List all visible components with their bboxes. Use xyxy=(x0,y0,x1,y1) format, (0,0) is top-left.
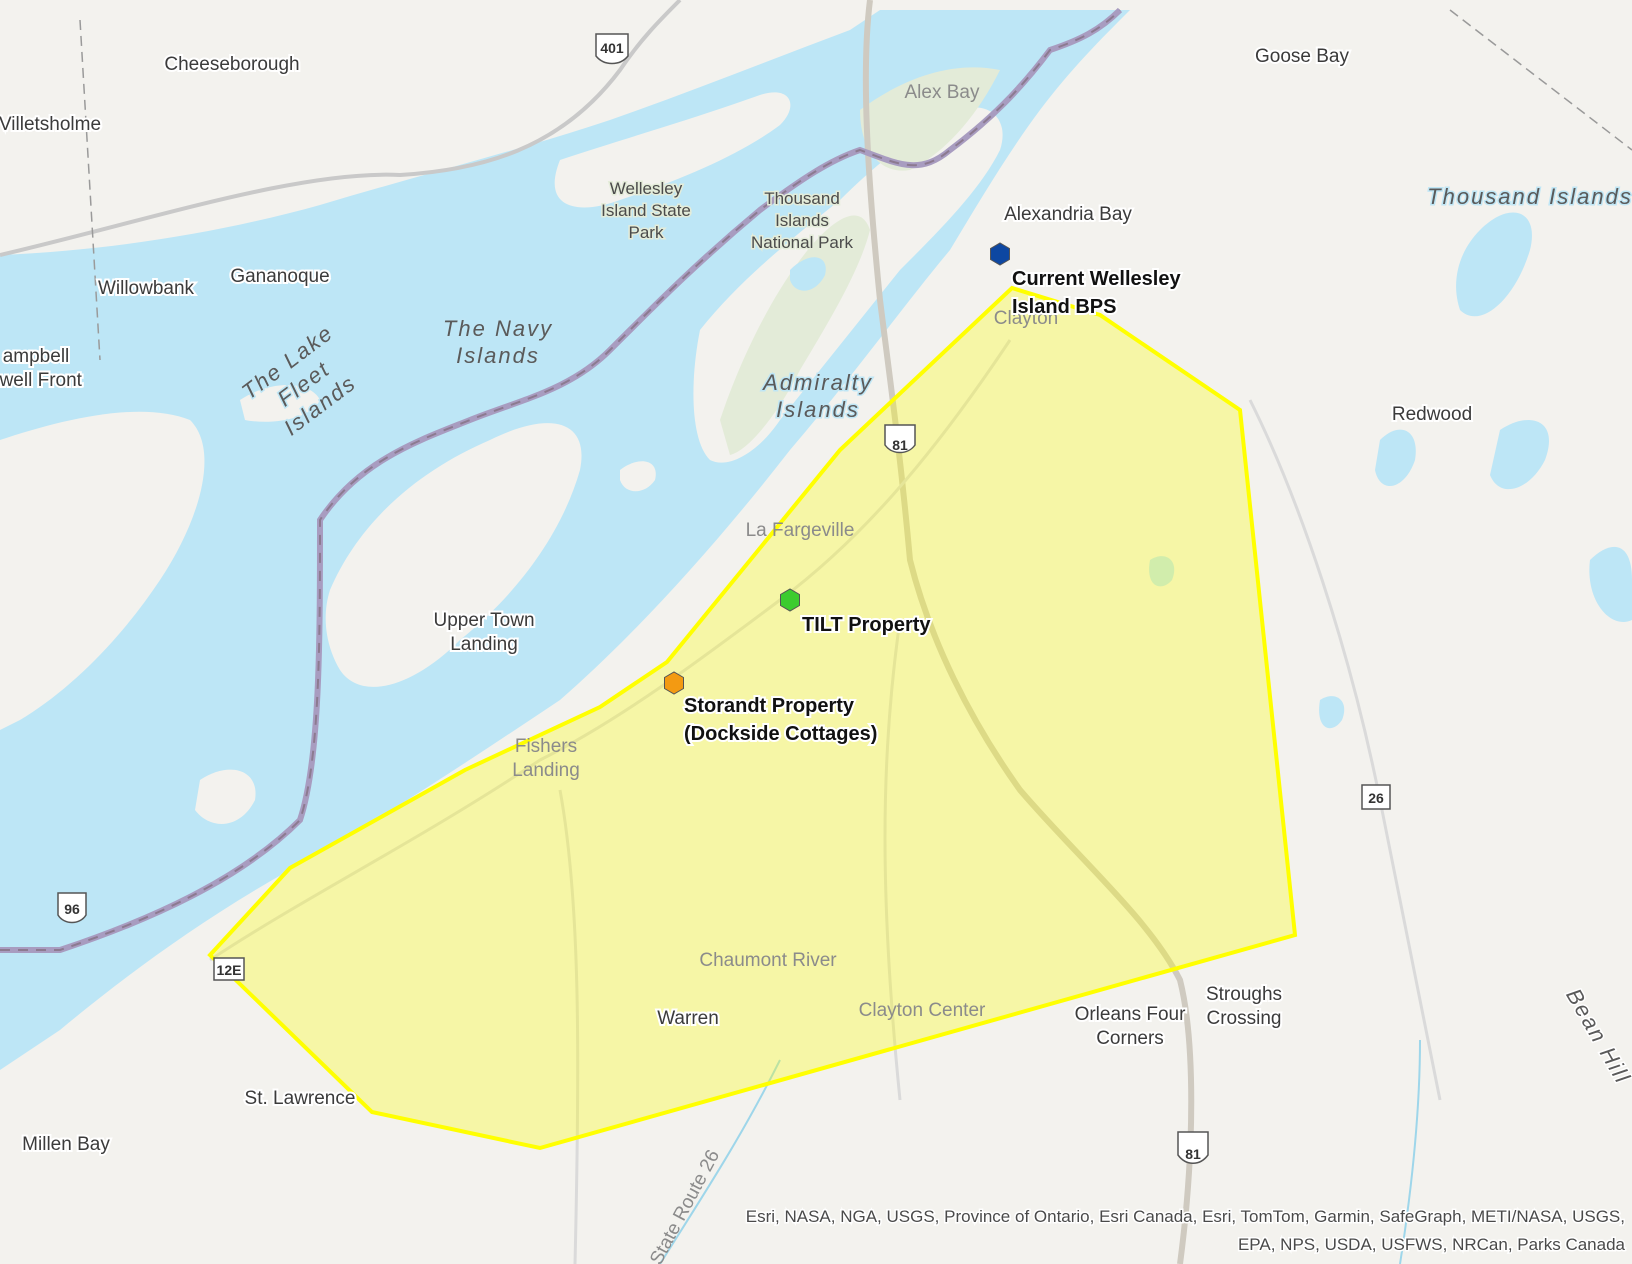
place-label: Goose Bay xyxy=(1255,46,1349,67)
place-label: Gananoque xyxy=(230,266,329,287)
shield-26: 26 xyxy=(1361,784,1391,810)
place-label: St. Lawrence xyxy=(245,1088,356,1109)
place-label: La Fargeville xyxy=(746,520,855,541)
route-12e xyxy=(209,339,1012,962)
small-island-c xyxy=(195,769,256,824)
wellesley-park xyxy=(720,215,870,455)
svg-text:81: 81 xyxy=(892,437,908,453)
service-area-polygon[interactable] xyxy=(207,285,1298,1151)
place-label: Clayton xyxy=(994,308,1058,329)
place-label: Warren xyxy=(657,1008,719,1029)
inland-lake-5 xyxy=(1319,696,1345,729)
shield-96: 96 xyxy=(57,892,87,924)
svg-text:401: 401 xyxy=(600,40,624,56)
border-line-dash xyxy=(0,9,1121,951)
chaumont-river xyxy=(659,1059,781,1264)
county-road-2 xyxy=(883,619,902,1101)
inland-lake-2 xyxy=(1375,429,1416,487)
county-boundary xyxy=(1449,9,1632,151)
marker-label: TILT Property xyxy=(802,614,931,636)
attribution-line-1: Esri, NASA, NGA, USGS, Province of Ontar… xyxy=(746,1207,1625,1226)
shield-81-north: 81 xyxy=(884,424,916,454)
shield-81-south: 81 xyxy=(1177,1131,1209,1164)
place-label: Millen Bay xyxy=(22,1134,110,1155)
hexagon-marker-icon[interactable] xyxy=(664,671,684,695)
inland-lake-6 xyxy=(1149,556,1175,587)
svg-text:12E: 12E xyxy=(217,962,242,978)
inland-lake-4 xyxy=(1589,546,1632,622)
svg-text:81: 81 xyxy=(1185,1146,1201,1162)
svg-text:26: 26 xyxy=(1368,790,1384,806)
marker-label: Storandt Property(Dockside Cottages) xyxy=(684,695,877,745)
stream xyxy=(1399,1039,1421,1264)
hill-island xyxy=(554,92,791,208)
place-label: Chaumont River xyxy=(699,950,837,971)
province-boundary xyxy=(79,19,101,361)
national-park xyxy=(860,67,1000,171)
hexagon-marker-icon[interactable] xyxy=(990,242,1010,266)
inland-lake-3 xyxy=(1490,420,1549,490)
attribution-line-2: EPA, NPS, USDA, USFWS, NRCan, Parks Cana… xyxy=(1238,1235,1626,1254)
small-island-a xyxy=(240,385,320,422)
place-label: 461 ft xyxy=(0,0,24,5)
place-label: Clayton Center xyxy=(859,1000,986,1021)
small-island-b xyxy=(620,461,656,492)
place-label: Thousand Islands xyxy=(1427,184,1632,209)
shield-12e: 12E xyxy=(213,957,245,981)
place-label: Alex Bay xyxy=(905,82,980,103)
county-road xyxy=(558,789,580,1264)
place-label: Redwood xyxy=(1392,404,1472,425)
place-label: ampbellxwell Front xyxy=(0,346,83,391)
wolfe-island xyxy=(0,411,205,730)
svg-text:96: 96 xyxy=(64,901,80,917)
inland-lake-1 xyxy=(1456,212,1532,317)
place-label: Cheeseborough xyxy=(164,54,299,75)
place-label: Alexandria Bay xyxy=(1004,204,1132,225)
place-label: Willowbank xyxy=(98,278,195,299)
lake-wellesley xyxy=(790,257,826,291)
place-label: Villetsholme xyxy=(0,114,101,135)
shield-401: 401 xyxy=(595,33,629,65)
highway-401 xyxy=(0,0,682,257)
howe-island xyxy=(325,423,582,687)
interstate-81 xyxy=(862,0,1195,1264)
hexagon-marker-icon[interactable] xyxy=(780,588,800,612)
